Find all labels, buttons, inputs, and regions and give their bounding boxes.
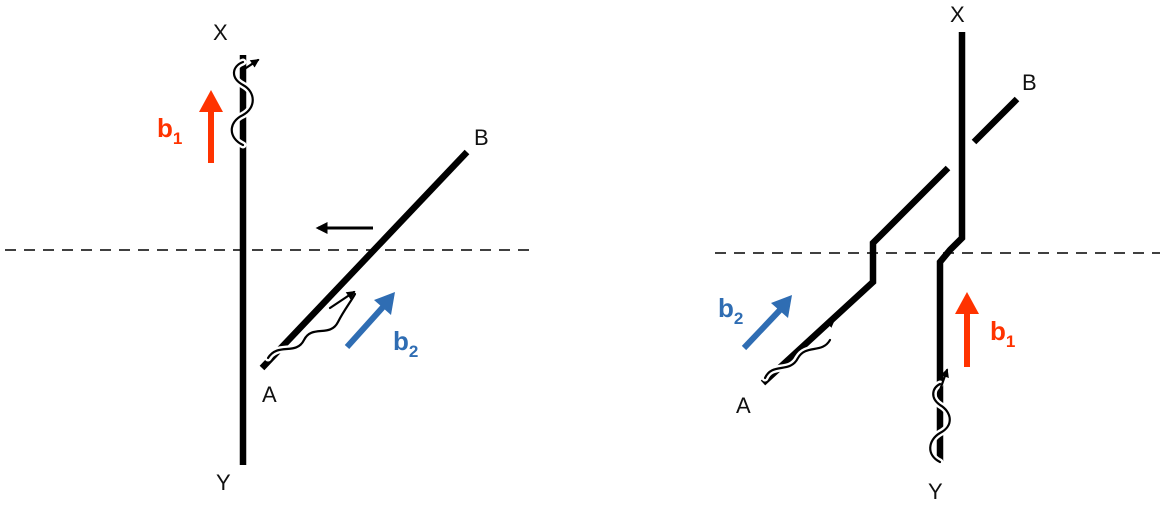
- dislocation-line-xy: [936, 32, 966, 462]
- dislocation-line-ab: [259, 149, 470, 371]
- dislocation-line-ab-upper: [971, 96, 1020, 145]
- screw-coil-xy: [228, 58, 260, 149]
- label-a: A: [736, 393, 751, 418]
- left-panel: b1 b2 X Y A B: [5, 20, 530, 495]
- screw-coil-xy: [926, 368, 954, 466]
- label-x: X: [950, 2, 965, 27]
- label-b: B: [1022, 70, 1037, 95]
- b2-label: b2: [718, 293, 743, 328]
- label-y: Y: [928, 479, 943, 504]
- b1-label: b1: [157, 113, 182, 148]
- b1-vector-arrow: [955, 292, 979, 367]
- screw-coil-ab: [264, 290, 359, 362]
- b2-vector-arrow: [344, 292, 395, 350]
- dislocation-line-ab-lower: [760, 165, 951, 386]
- b1-vector-arrow: [199, 90, 223, 163]
- right-panel: b1 b2 X Y A B: [715, 2, 1160, 504]
- b2-label: b2: [393, 326, 418, 361]
- label-b: B: [474, 125, 489, 150]
- label-a: A: [262, 382, 277, 407]
- label-x: X: [213, 20, 228, 45]
- b2-vector-arrow: [741, 295, 792, 351]
- label-y: Y: [216, 470, 231, 495]
- screw-coil-ab: [761, 318, 836, 382]
- b1-label: b1: [990, 316, 1015, 351]
